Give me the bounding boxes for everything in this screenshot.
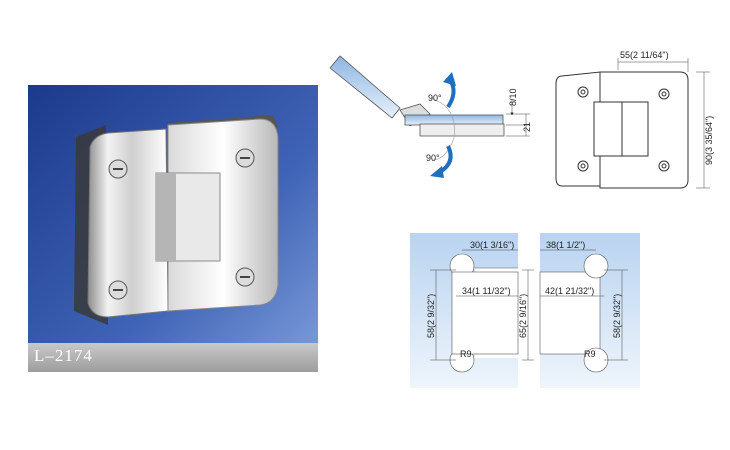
- angle-up-label: 90°: [428, 93, 442, 103]
- curved-arrow-down-icon: [430, 145, 453, 178]
- label-bar: [28, 343, 318, 372]
- center-dimension: 65(2 9/16"): [518, 269, 534, 361]
- front-view: 55(2 11/64") 90(3 35/64"): [555, 50, 714, 189]
- dim-left-notch-width: 30(1 3/16"): [470, 240, 514, 250]
- dim-thickness: 8/10: [508, 88, 518, 106]
- product-photo: [28, 85, 318, 372]
- dim-front-height: 90(3 35/64"): [704, 116, 714, 165]
- dim-left-inner-width: 34(1 11/32"): [462, 286, 511, 296]
- curved-arrow-up-icon: [443, 72, 456, 109]
- dim-right-inner-width: 42(1 21/32"): [545, 286, 594, 296]
- radius-left: R9: [460, 349, 472, 359]
- side-view: 90° 90° 8/10 21: [329, 55, 532, 178]
- glass-cutout-left: 30(1 3/16") 34(1 11/32") 58(2 9/32") R9: [410, 233, 519, 388]
- dim-front-width: 55(2 11/64"): [620, 50, 669, 60]
- model-label: L–2174: [34, 346, 93, 365]
- glass-cutout-right: 38(1 1/2") 42(1 21/32") 58(2 9/32") R9: [539, 233, 640, 388]
- radius-right: R9: [584, 349, 596, 359]
- dim-right-cut-height: 58(2 9/32"): [612, 294, 622, 338]
- dim-height: 21: [522, 122, 532, 132]
- dim-center-height: 65(2 9/16"): [518, 294, 528, 338]
- dim-left-cut-height: 58(2 9/32"): [426, 294, 436, 338]
- dim-right-notch-width: 38(1 1/2"): [546, 240, 585, 250]
- angle-down-label: 90°: [426, 153, 440, 163]
